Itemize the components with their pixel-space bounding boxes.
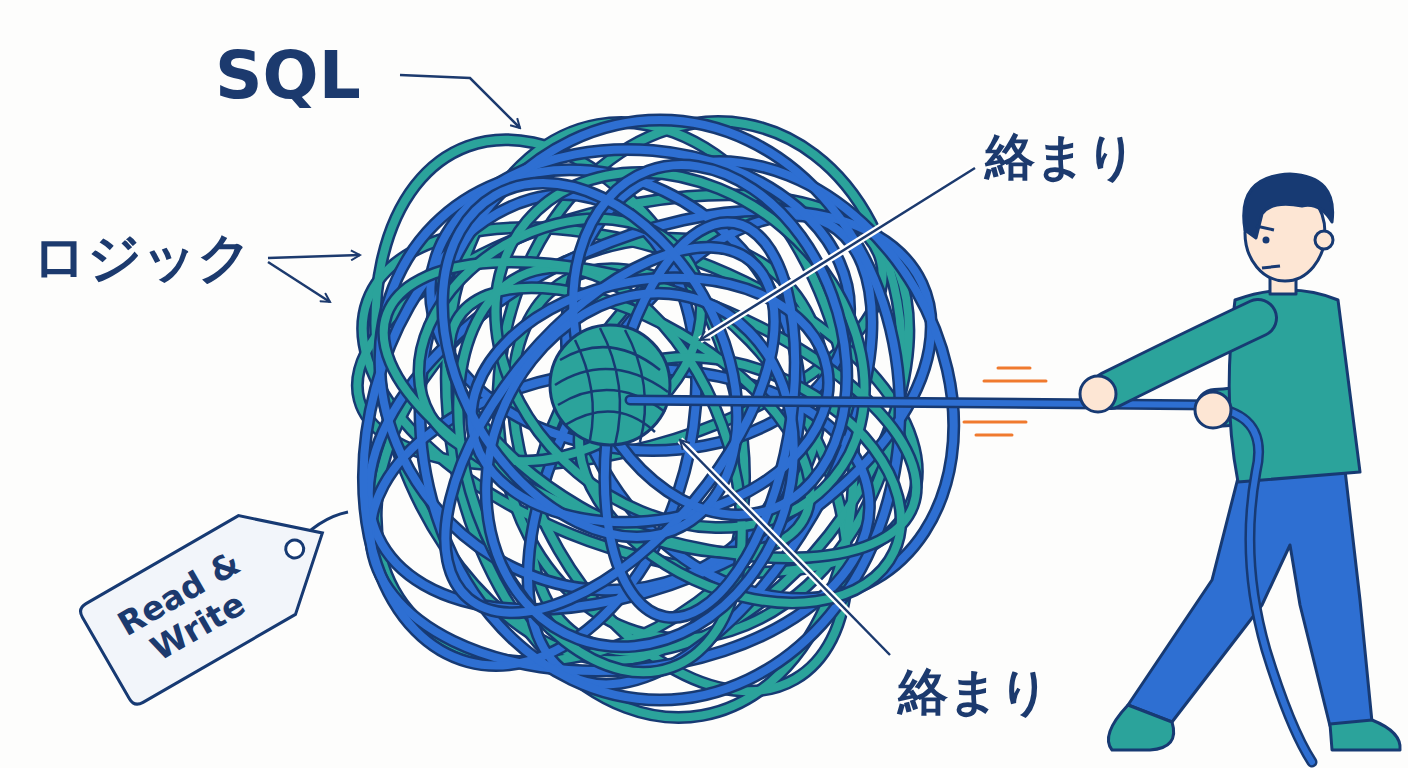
- rope-outline: [382, 126, 893, 690]
- motion-marks: [964, 368, 1046, 435]
- tag-hole: [282, 537, 307, 562]
- man-figure: [1080, 174, 1400, 762]
- callout-label: 絡まり: [985, 130, 1137, 185]
- rope-outline: [293, 83, 1031, 740]
- rope-blue: [293, 83, 1031, 740]
- leader-arrow: [680, 440, 890, 655]
- callout-label: ロジック: [32, 228, 252, 287]
- tag-shape: [77, 484, 351, 708]
- callout-label: 絡まり: [898, 665, 1050, 720]
- leader-arrow: [400, 75, 520, 128]
- knot: [550, 325, 670, 445]
- leader-arrow: [700, 168, 975, 340]
- leader-arrow: [268, 255, 360, 258]
- callout-label: SQL: [215, 40, 361, 113]
- leader-halo: [680, 440, 890, 655]
- leader-halo: [700, 168, 975, 340]
- rope-blue: [382, 126, 893, 690]
- leader-arrow: [268, 262, 330, 302]
- tag-text: Read & Write: [94, 534, 283, 687]
- tag-node: Read & Write: [70, 474, 360, 717]
